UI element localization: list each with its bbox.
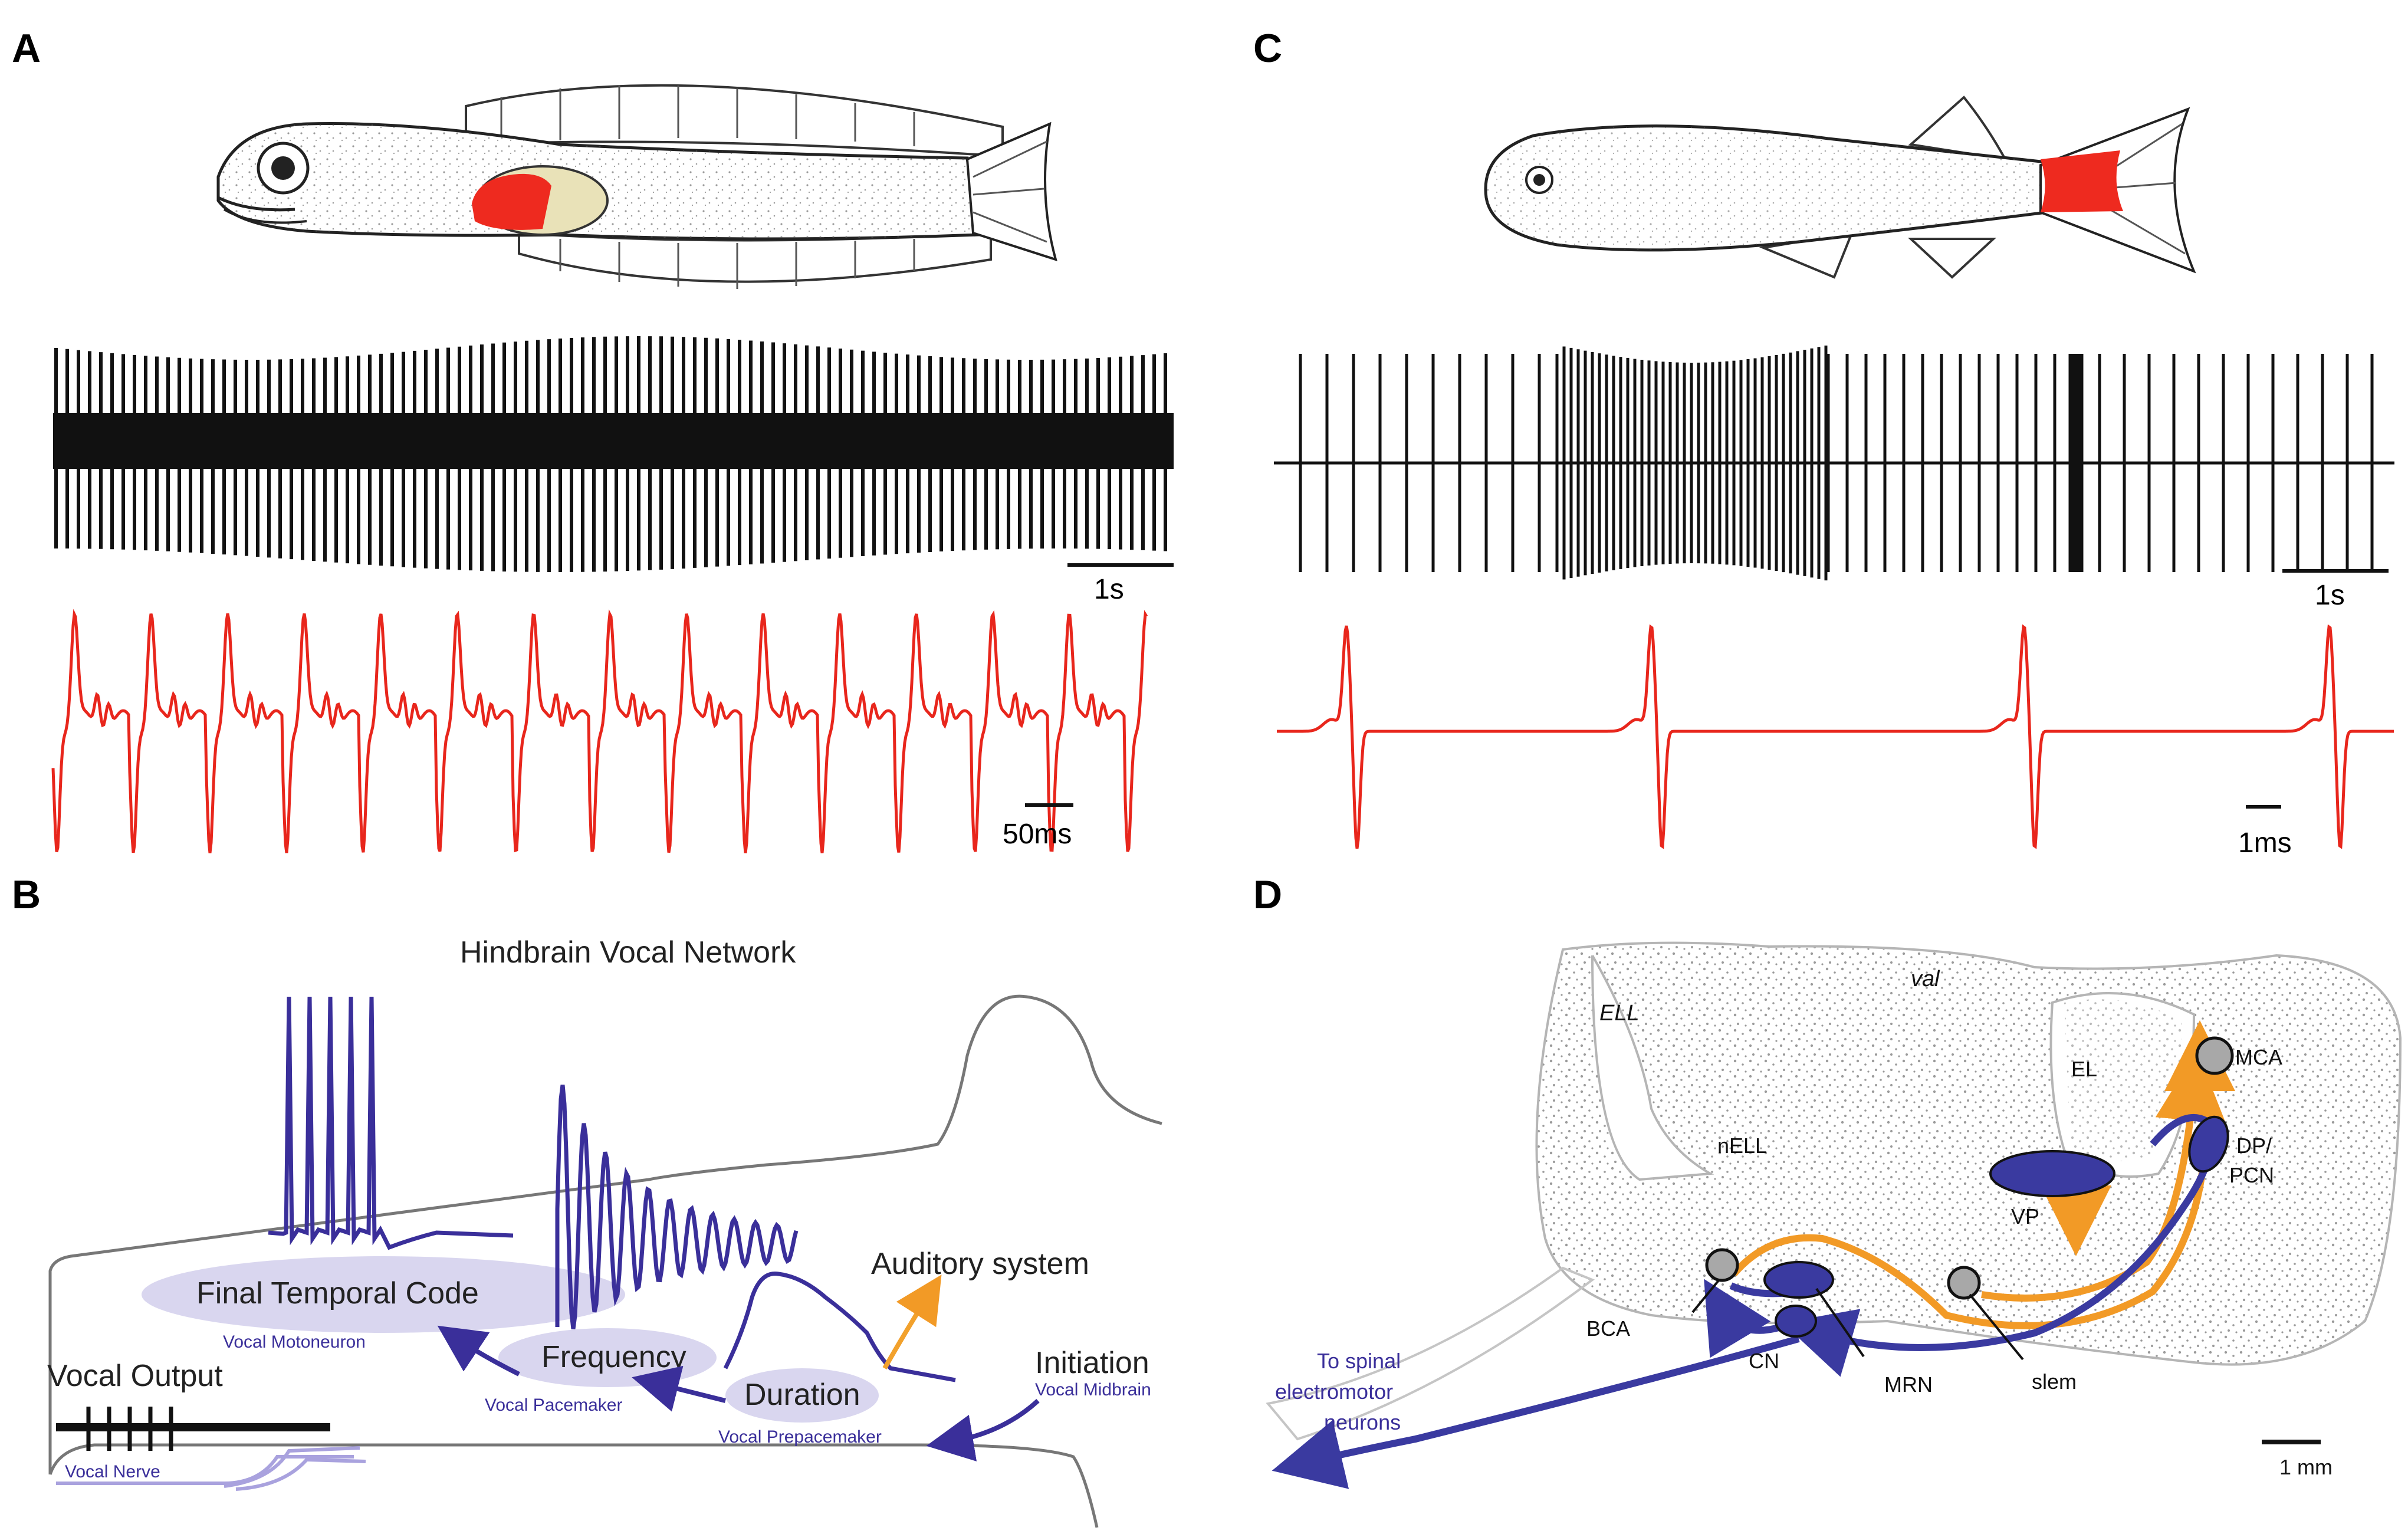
final-temporal-code-label: Final Temporal Code <box>196 1276 479 1310</box>
midshipman-fish-illustration <box>216 84 1057 289</box>
arrow-frequency-to-final <box>437 1325 520 1377</box>
waveform-a-line <box>51 609 1148 853</box>
bca-label: BCA <box>1586 1316 1630 1341</box>
vocal-pacemaker-label: Vocal Pacemaker <box>485 1395 622 1415</box>
prepacemaker-plateau-trace <box>723 1272 956 1382</box>
panel-c: C 1s 1ms <box>1253 26 2394 859</box>
mrn-nucleus <box>1763 1261 1834 1299</box>
mca-cell <box>2195 1036 2234 1075</box>
hindbrain-outline <box>48 994 1162 1528</box>
ell-label: ELL <box>1599 1001 1640 1026</box>
waveform-c-line <box>1277 624 2394 849</box>
pacemaker-oscillation-trace <box>555 1085 799 1329</box>
trace-c-spikes <box>1299 345 2374 581</box>
electric-organ-highlight <box>2041 150 2123 212</box>
sonic-muscle-highlight <box>472 173 551 230</box>
final-temporal-code-ellipse <box>142 1256 625 1333</box>
panel-label-d: D <box>1253 872 1282 917</box>
val-label: val <box>1911 967 1940 991</box>
vocal-motoneuron-label: Vocal Motoneuron <box>223 1332 366 1352</box>
panel-d: D ELL val EL nELL <box>1253 872 2402 1489</box>
scale-label-a-bottom: 50ms <box>1003 819 1072 850</box>
trace-a-spikes <box>54 336 1167 572</box>
dp-pcn-label-2: PCN <box>2229 1163 2274 1187</box>
dp-pcn-label-1: DP/ <box>2236 1134 2272 1158</box>
vp-nucleus <box>1989 1150 2115 1197</box>
spinal-label-2: electromotor <box>1275 1379 1393 1404</box>
waveform-c: 1ms <box>1277 624 2394 859</box>
arrow-initiation-to-duration <box>926 1399 1040 1461</box>
cn-label: CN <box>1749 1349 1779 1373</box>
vocal-output-burst <box>56 1407 330 1451</box>
vocal-nerve-label: Vocal Nerve <box>65 1462 160 1482</box>
vocal-prepacemaker-label: Vocal Prepacemaker <box>718 1427 882 1447</box>
mrn-label: MRN <box>1884 1372 1933 1397</box>
duration-label: Duration <box>744 1378 860 1412</box>
discharge-trace-c: 1s <box>1274 345 2394 611</box>
dorsal-fin-rays <box>500 86 915 146</box>
vocal-nerve-fibers <box>56 1446 366 1491</box>
bca-cell <box>1705 1248 1739 1282</box>
vocal-trace-a: 1s <box>53 336 1174 605</box>
vocal-output-label: Vocal Output <box>47 1359 223 1393</box>
leader-lines <box>1691 1279 2024 1361</box>
arrow-duration-to-frequency <box>632 1365 726 1412</box>
auditory-system-label: Auditory system <box>871 1247 1089 1281</box>
arrow-to-auditory <box>882 1274 942 1369</box>
panel-label-b: B <box>12 872 41 917</box>
scale-label-c-bottom: 1ms <box>2238 827 2292 859</box>
duration-ellipse <box>725 1368 879 1423</box>
spinal-label-1: To spinal <box>1317 1349 1401 1373</box>
cn-nucleus <box>1775 1305 1817 1338</box>
motoneuron-spike-trace <box>268 996 514 1250</box>
tail-fin-rays <box>973 140 1047 243</box>
scale-label-a-top: 1s <box>1094 574 1124 605</box>
panel-b: B Hindbrain Vocal Network Final Temporal… <box>12 872 1162 1528</box>
initiation-label: Initiation <box>1035 1346 1149 1380</box>
dp-pcn-nucleus <box>2188 1115 2229 1173</box>
vocal-midbrain-label: Vocal Midbrain <box>1035 1380 1151 1400</box>
slem-label: slem <box>2032 1369 2077 1394</box>
mca-label: MCA <box>2235 1045 2282 1069</box>
vp-label: VP <box>2011 1204 2039 1228</box>
el-label: EL <box>2071 1057 2097 1081</box>
electric-fish-illustration <box>1484 96 2196 279</box>
brain-tissue <box>1266 941 2402 1441</box>
panel-a: A <box>12 26 1174 853</box>
panel-label-c: C <box>1253 26 1282 71</box>
scale-label-c-top: 1s <box>2315 580 2345 611</box>
panel-label-a: A <box>12 26 41 71</box>
spinal-label-3: neurons <box>1324 1410 1401 1434</box>
hindbrain-title: Hindbrain Vocal Network <box>460 935 796 970</box>
scale-label-d: 1 mm <box>2279 1455 2333 1479</box>
frequency-label: Frequency <box>541 1340 686 1374</box>
slem-cell <box>1947 1266 1981 1300</box>
nell-label: nELL <box>1717 1134 1767 1158</box>
waveform-a: 50ms <box>51 609 1148 853</box>
anal-fin-rays <box>559 239 915 289</box>
